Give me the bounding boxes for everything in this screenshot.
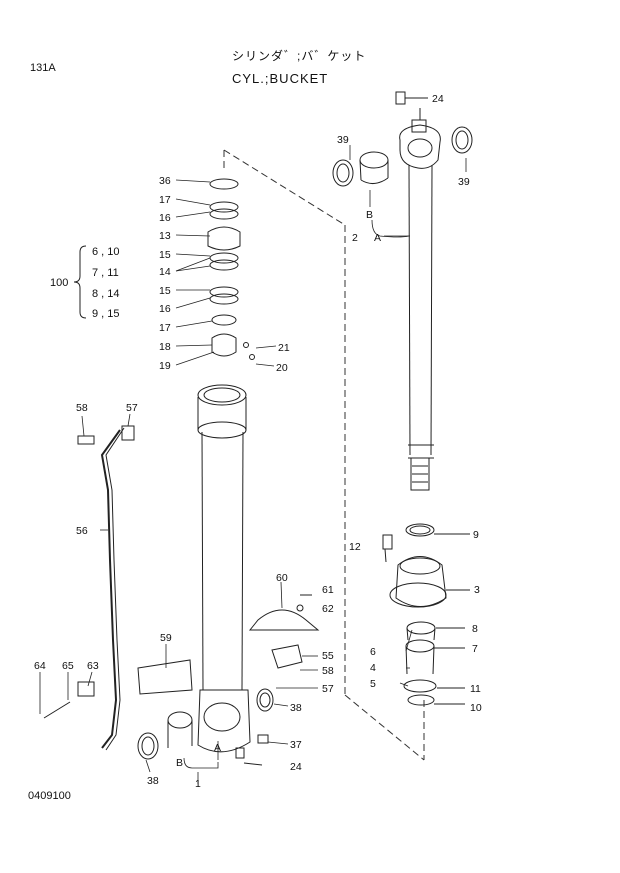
title-english: CYL.;BUCKET: [232, 71, 329, 86]
leader-lines: [39, 145, 467, 784]
assembly-boundary: [223, 149, 425, 761]
callout-17: 17: [159, 322, 171, 334]
rod-cover-parts: [382, 523, 470, 706]
callout-11: 11: [470, 683, 481, 695]
callout-57: 57: [322, 683, 334, 695]
kit-bracket: [73, 245, 87, 319]
callout-16: 16: [159, 303, 171, 315]
callout-62: 62: [322, 603, 334, 615]
callout-18: 18: [159, 341, 171, 353]
callout-37: 37: [290, 739, 302, 751]
callout-B: B: [366, 209, 374, 221]
callout-59: 59: [160, 632, 172, 644]
callout-58: 58: [322, 665, 334, 677]
callout-6: 6: [370, 646, 376, 658]
callout-56: 56: [76, 525, 88, 537]
bushing-top: [332, 126, 473, 187]
callout-3: 3: [474, 584, 480, 596]
callout-58: 58: [76, 402, 88, 414]
callout-55: 55: [322, 650, 334, 662]
callout-17: 17: [159, 194, 171, 206]
callout-38: 38: [290, 702, 302, 714]
callout-21: 21: [278, 342, 290, 354]
title-japanese: シリンダ゛;バ゛ケット: [232, 49, 367, 63]
callout-14: 14: [159, 266, 171, 278]
callout-24: 24: [432, 93, 444, 105]
pipe-and-clamps: [43, 425, 320, 751]
callout-24: 24: [290, 761, 302, 773]
kit-row: 7 , 11: [92, 267, 119, 279]
callout-39: 39: [458, 176, 470, 188]
kit-row: 6 , 10: [92, 246, 120, 258]
callout-7: 7: [472, 643, 478, 655]
kit-row: 8 , 14: [92, 288, 120, 300]
callout-36: 36: [159, 175, 171, 187]
callout-39: 39: [337, 134, 349, 146]
callout-1: 1: [195, 778, 201, 790]
callout-9: 9: [473, 529, 479, 541]
callout-60: 60: [276, 572, 288, 584]
piston-stack: [207, 178, 255, 360]
callout-A: A: [374, 232, 382, 244]
callout-57: 57: [126, 402, 138, 414]
callout-20: 20: [276, 362, 288, 374]
callout-19: 19: [159, 360, 171, 372]
callout-16: 16: [159, 212, 171, 224]
bushing-bottom: [137, 688, 274, 760]
callout-5: 5: [370, 678, 376, 690]
kit-number: 100: [50, 277, 69, 289]
callout-15: 15: [159, 285, 171, 297]
callout-A: A: [214, 742, 222, 754]
callout-38: 38: [147, 775, 159, 787]
callout-64: 64: [34, 660, 46, 672]
callout-4: 4: [370, 662, 376, 674]
callout-B: B: [176, 757, 184, 769]
callout-8: 8: [472, 623, 478, 635]
callout-15: 15: [159, 249, 171, 261]
callout-10: 10: [470, 702, 482, 714]
cylinder-tube: [197, 384, 263, 766]
page-code: 131A: [30, 62, 56, 74]
grease-fitting-top: [395, 91, 428, 105]
callout-65: 65: [62, 660, 74, 672]
footer-code: 0409100: [28, 790, 71, 802]
callout-13: 13: [159, 230, 171, 242]
kit-row: 9 , 15: [92, 308, 120, 320]
callout-61: 61: [322, 584, 334, 596]
piston-rod: [399, 108, 441, 491]
callout-2: 2: [352, 232, 358, 244]
callout-63: 63: [87, 660, 99, 672]
callout-12: 12: [349, 541, 361, 553]
